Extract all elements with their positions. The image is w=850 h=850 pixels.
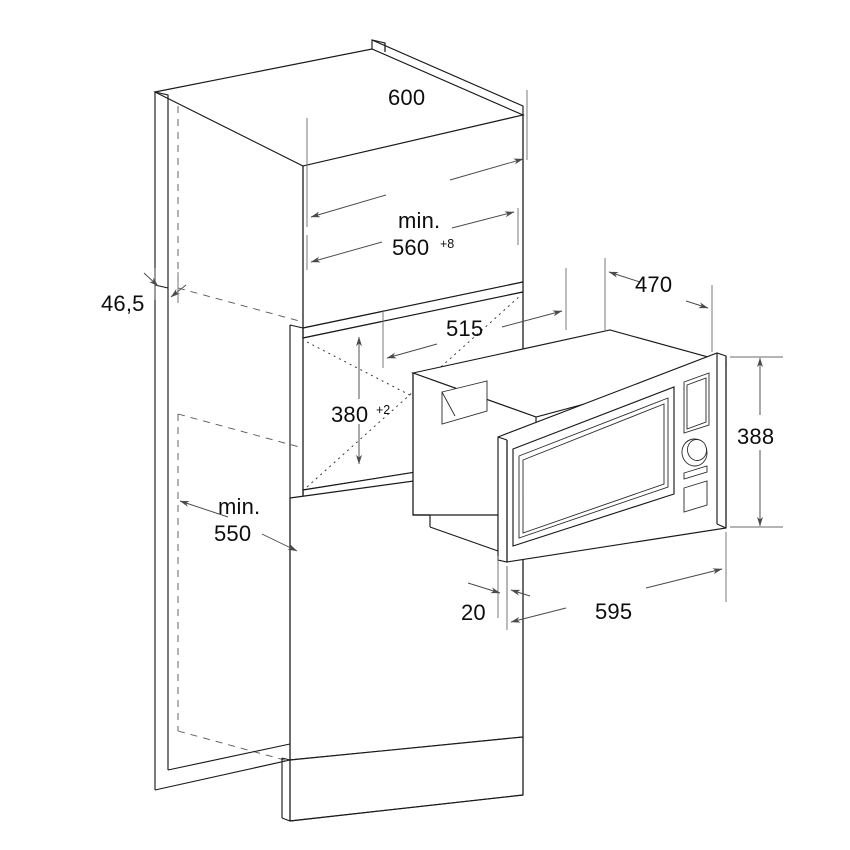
door-glass	[512, 386, 675, 547]
control-display	[683, 372, 710, 434]
dimension-465-label: 46,5	[101, 291, 145, 316]
dimension-20: 20	[461, 556, 531, 625]
dimension-388: 388	[730, 356, 783, 528]
dimension-550-prefix: min.	[218, 494, 260, 519]
dimension-560-tolerance: +8	[440, 237, 454, 251]
dimension-465: 46,5	[101, 268, 187, 316]
dimension-600-label: 600	[388, 85, 425, 110]
side-vent-panel	[441, 380, 488, 425]
slot-button[interactable]	[683, 465, 708, 480]
dimension-380-tolerance: +2	[376, 403, 390, 417]
control-knob[interactable]	[680, 437, 709, 467]
dimension-560: min. 560 +8	[306, 208, 519, 270]
dimension-550: min. 550	[179, 494, 298, 552]
square-button[interactable]	[683, 480, 708, 513]
plinth-base	[281, 736, 524, 822]
dimension-600: 600	[306, 85, 528, 227]
dimension-388-label: 388	[737, 424, 774, 449]
dimension-20-label: 20	[461, 600, 486, 625]
dimension-470: 470	[604, 258, 713, 352]
built-in-microwave	[410, 329, 727, 563]
dimension-380: 380 +2	[331, 336, 390, 465]
upper-cabinet-box	[153, 39, 525, 329]
dimension-550-label: 550	[214, 521, 251, 546]
dimension-515-label: 515	[446, 316, 483, 341]
dimension-380-label: 380	[331, 402, 368, 427]
dimension-595-label: 595	[595, 599, 632, 624]
dimension-560-prefix: min.	[398, 208, 440, 233]
control-panel	[680, 372, 710, 513]
dimension-515: 515	[382, 268, 567, 368]
dimension-470-label: 470	[635, 272, 672, 297]
dimension-595: 595	[506, 532, 727, 630]
dimension-560-label: 560	[392, 235, 429, 260]
